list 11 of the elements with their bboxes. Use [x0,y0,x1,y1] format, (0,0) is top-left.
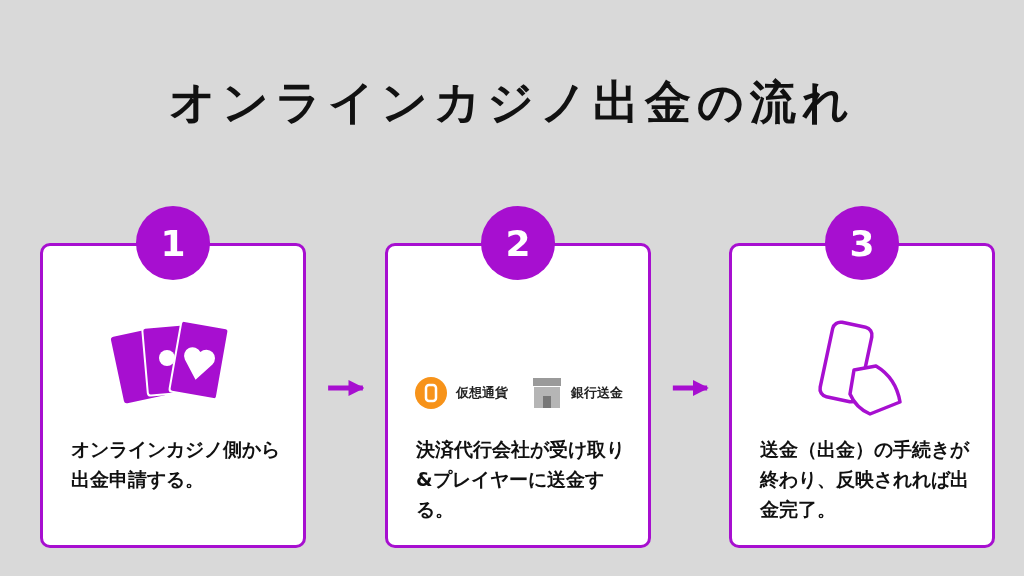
arrow [672,380,709,396]
step-number: 2 [481,206,555,280]
arrow [328,380,365,396]
step-description: オンラインカジノ側から出金申請する。 [71,437,281,492]
step-description: 送金（出金）の手続きが終わり、反映されれば出金完了。 [760,437,970,522]
title: オンラインカジノ出金の流れ [168,74,856,131]
step-description: 決済代行会社が受け取り&プレイヤーに送金する。 [416,437,626,522]
payment-method-label: 仮想通貨 [456,384,508,402]
step-number: 1 [136,206,210,280]
payment-method-label: 銀行送金 [571,384,623,402]
step-number: 3 [825,206,899,280]
